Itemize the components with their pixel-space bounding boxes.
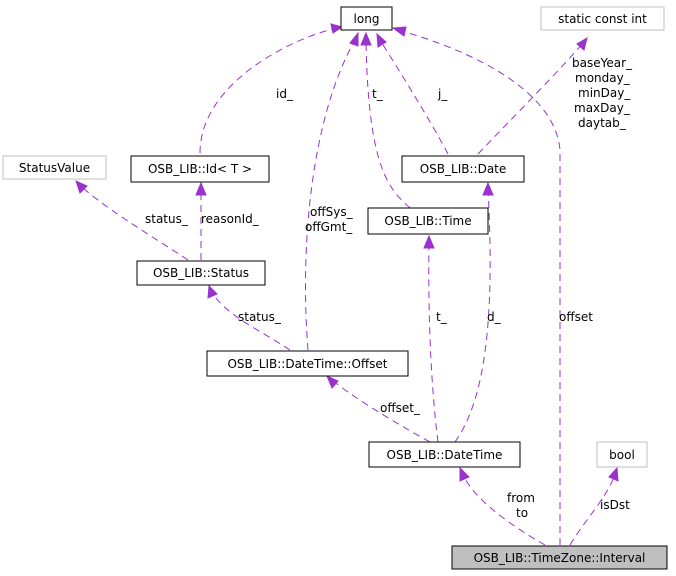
node-time-label: OSB_LIB::Time (384, 214, 471, 228)
label-t-datetime: t_ (436, 310, 448, 324)
node-date-label: OSB_LIB::Date (420, 162, 507, 176)
node-static-const-int-label: static const int (558, 12, 647, 26)
label-t-time: t_ (372, 87, 384, 101)
edge-date-to-long (376, 32, 449, 155)
label-from: from (507, 491, 535, 505)
edge-datetime-to-offset (326, 375, 431, 443)
node-statusvalue-label: StatusValue (19, 161, 90, 175)
node-static-const-int[interactable]: static const int (540, 6, 665, 31)
node-datetime[interactable]: OSB_LIB::DateTime (368, 441, 521, 468)
label-offgmt: offGmt_ (305, 220, 353, 234)
label-status-offset: status_ (238, 310, 282, 324)
label-offset-long: offset (559, 310, 593, 324)
label-offset-datetime: offset_ (380, 401, 421, 415)
edge-datetime-to-date (454, 181, 494, 443)
node-long-label: long (354, 12, 380, 26)
node-offset[interactable]: OSB_LIB::DateTime::Offset (206, 350, 409, 377)
label-status-statusvalue: status_ (145, 212, 189, 226)
label-j: j_ (437, 87, 448, 101)
edge-time-to-long (360, 31, 411, 209)
edge-offset-to-status (207, 284, 291, 351)
node-id-t-label: OSB_LIB::Id< T > (148, 162, 252, 176)
label-static-member-3: maxDay_ (574, 101, 631, 115)
edge-offset-to-long (305, 31, 359, 351)
node-time[interactable]: OSB_LIB::Time (367, 207, 489, 235)
edge-datetime-to-time (423, 234, 439, 443)
edge-id-to-long (199, 23, 344, 154)
label-offsys: offSys_ (310, 205, 354, 219)
edge-status-to-id (195, 181, 207, 260)
label-d: d_ (487, 310, 502, 324)
edge-status-to-statusvalue (75, 180, 189, 261)
node-date[interactable]: OSB_LIB::Date (401, 155, 525, 183)
label-id: id_ (276, 87, 294, 101)
edge-interval-to-bool (569, 466, 619, 546)
edge-interval-to-long (391, 26, 561, 545)
label-static-member-1: monday_ (575, 71, 631, 85)
label-isdst: isDst (600, 498, 630, 512)
node-bool-label: bool (609, 448, 635, 462)
label-reasonid: reasonId_ (201, 212, 260, 226)
node-datetime-label: OSB_LIB::DateTime (387, 448, 503, 462)
label-static-member-2: minDay_ (578, 86, 631, 100)
node-bool[interactable]: bool (596, 441, 648, 468)
node-statusvalue[interactable]: StatusValue (2, 155, 107, 180)
edge-interval-to-datetime (459, 466, 546, 546)
node-id-t[interactable]: OSB_LIB::Id< T > (130, 155, 270, 183)
node-long[interactable]: long (340, 6, 393, 31)
label-to: to (516, 506, 528, 520)
node-offset-label: OSB_LIB::DateTime::Offset (227, 357, 387, 371)
node-interval[interactable]: OSB_LIB::TimeZone::Interval (451, 545, 668, 570)
node-status-label: OSB_LIB::Status (153, 266, 249, 280)
label-static-member-4: daytab_ (578, 116, 627, 130)
node-status[interactable]: OSB_LIB::Status (136, 260, 266, 286)
edge-date-to-static-const-int (477, 36, 588, 155)
label-static-member-0: baseYear_ (572, 56, 633, 70)
node-interval-label: OSB_LIB::TimeZone::Interval (474, 551, 646, 565)
